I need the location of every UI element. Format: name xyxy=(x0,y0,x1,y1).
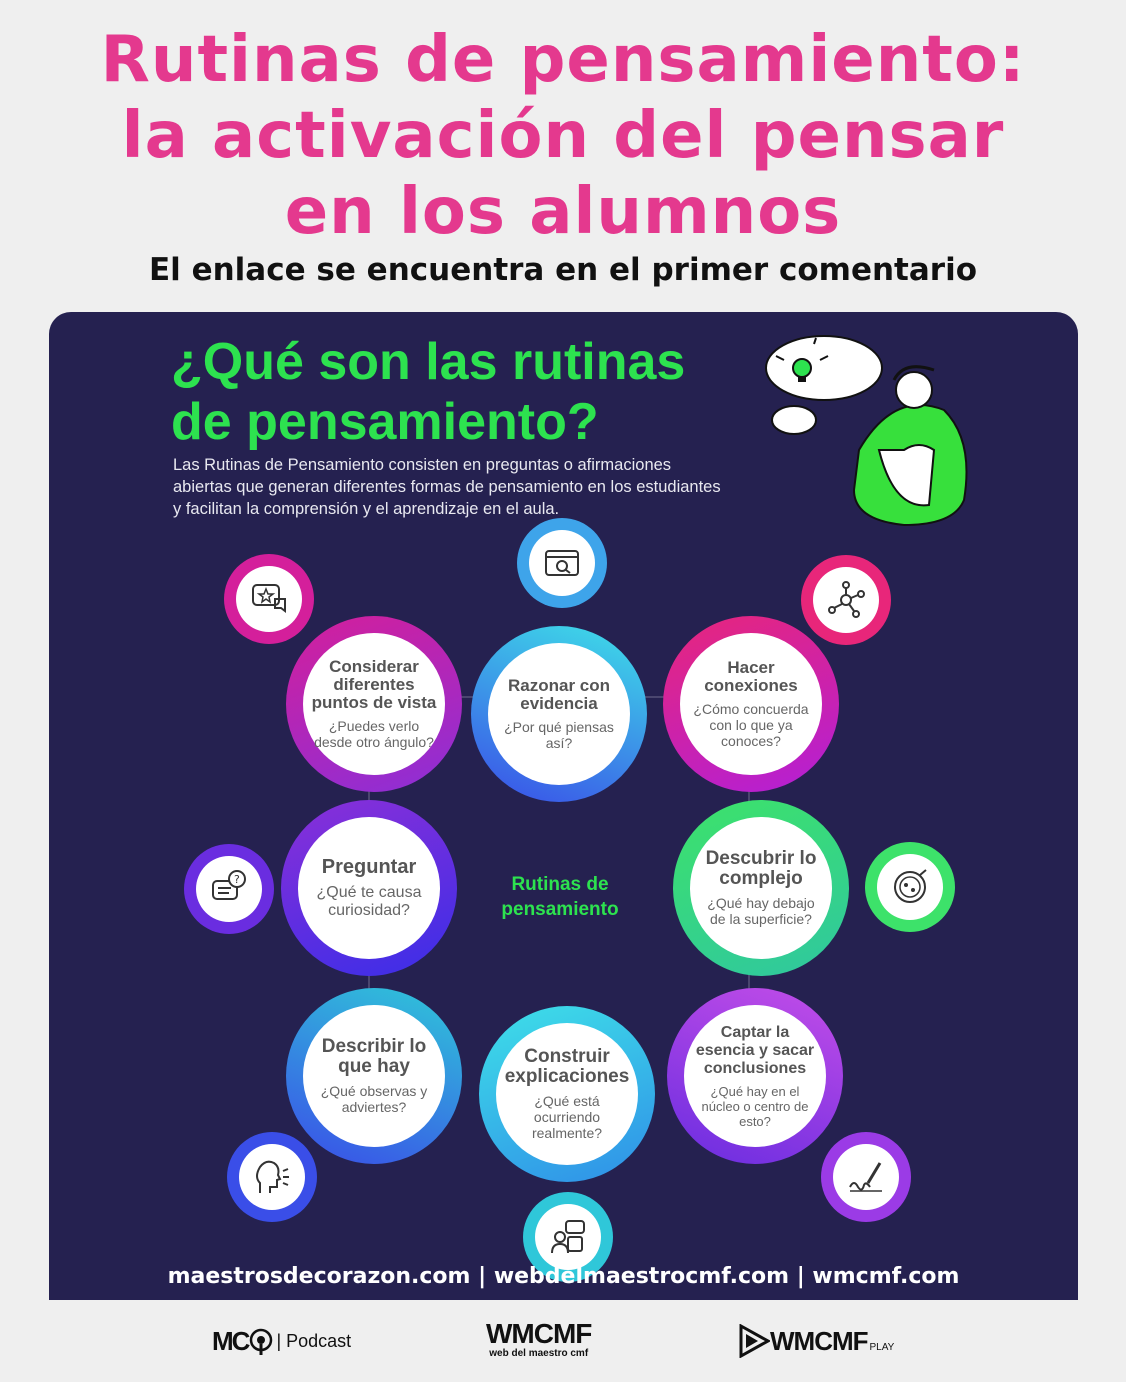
discussion-icon xyxy=(535,1204,601,1270)
logos-bar: MC | Podcast WMCMF web del maestro cmf W… xyxy=(0,1318,1126,1368)
main-title-line-1: Rutinas de pensamiento: xyxy=(100,23,1026,97)
routine-question: ¿Por qué piensas así? xyxy=(504,719,614,751)
subtitle: El enlace se encuentra en el primer come… xyxy=(148,252,977,288)
play-sub: PLAY xyxy=(869,1341,895,1353)
podcast-logo: MC | Podcast xyxy=(212,1326,351,1357)
routine-describir: Describir lo que hay ¿Qué observas y adv… xyxy=(286,988,462,1164)
podcast-text: | Podcast xyxy=(276,1331,352,1351)
wmcmf-sub: web del maestro cmf xyxy=(489,1348,589,1359)
routine-title: Descubrir lo complejo xyxy=(705,848,817,889)
star-chat-icon xyxy=(236,566,302,632)
wmcmf-play-logo: WMCMF PLAY xyxy=(738,1324,894,1358)
center-label: Rutinas de pensamiento xyxy=(501,874,619,920)
folder-search-icon xyxy=(529,530,595,596)
routine-question: ¿Puedes verlo desde otro ángulo? xyxy=(314,718,434,750)
speaking-head-icon xyxy=(239,1144,305,1210)
routine-question: ¿Cómo concuerda con lo que ya conoces? xyxy=(693,701,809,749)
routine-descubrir: Descubrir lo complejo ¿Qué hay debajo de… xyxy=(673,800,849,976)
play-icon xyxy=(739,1324,770,1358)
podcast-mic-icon xyxy=(250,1328,273,1355)
svg-text:?: ? xyxy=(234,873,240,886)
main-title-line-3: en los alumnos xyxy=(284,175,842,249)
routine-hacer-conexiones: Hacer conexiones ¿Cómo concuerda con lo … xyxy=(663,616,839,792)
routine-title: Captar la esencia y sacar conclusiones xyxy=(695,1023,815,1077)
footer-links[interactable]: maestrosdecorazon.com | webdelmaestrocmf… xyxy=(167,1264,960,1289)
routine-question: ¿Qué hay en el núcleo o centro de esto? xyxy=(701,1083,809,1129)
routine-razonar: Razonar con evidencia ¿Por qué piensas a… xyxy=(471,626,647,802)
routine-title: Describir lo que hay xyxy=(321,1036,427,1077)
panel-description: Las Rutinas de Pensamiento consisten en … xyxy=(173,456,721,518)
routine-title: Razonar con evidencia xyxy=(507,676,611,713)
wmcmf-brand: WMCMF xyxy=(486,1318,592,1349)
wmcmf-logo: WMCMF web del maestro cmf xyxy=(486,1318,592,1360)
lens-icon xyxy=(877,854,943,920)
routine-construir: Construir explicaciones ¿Qué está ocurri… xyxy=(479,1006,655,1182)
network-icon xyxy=(813,567,879,633)
panel-title-line-1: ¿Qué son las rutinas xyxy=(171,333,686,391)
routine-considerar: Considerar diferentes puntos de vista ¿P… xyxy=(286,616,462,792)
panel-title: ¿Qué son las rutinas de pensamiento? xyxy=(171,332,685,452)
thinking-person-illustration xyxy=(765,335,968,527)
routine-title: Preguntar xyxy=(321,856,417,878)
routine-question: ¿Qué está ocurriendo realmente? xyxy=(531,1093,603,1141)
routine-question: ¿Qué te causa curiosidad? xyxy=(316,884,422,919)
panel-title-line-2: de pensamiento? xyxy=(171,393,599,451)
routine-title: Considerar diferentes puntos de vista xyxy=(311,657,437,712)
routine-title: Construir explicaciones xyxy=(504,1046,630,1087)
question-chat-icon: ? xyxy=(196,856,262,922)
signature-pen-icon xyxy=(833,1144,899,1210)
routine-preguntar: Preguntar ¿Qué te causa curiosidad? xyxy=(281,800,457,976)
play-brand: WMCMF xyxy=(770,1325,869,1356)
routine-title: Hacer conexiones xyxy=(704,658,798,695)
routine-question: ¿Qué observas y adviertes? xyxy=(320,1083,428,1115)
routine-question: ¿Qué hay debajo de la superficie? xyxy=(707,895,815,927)
routine-captar: Captar la esencia y sacar conclusiones ¿… xyxy=(667,988,843,1164)
main-title: Rutinas de pensamiento: la activación de… xyxy=(0,22,1126,250)
main-title-line-2: la activación del pensar xyxy=(121,99,1005,173)
podcast-brand: MC xyxy=(212,1326,250,1356)
infographic-panel: ¿Qué son las rutinas de pensamiento? Las… xyxy=(49,312,1078,1300)
